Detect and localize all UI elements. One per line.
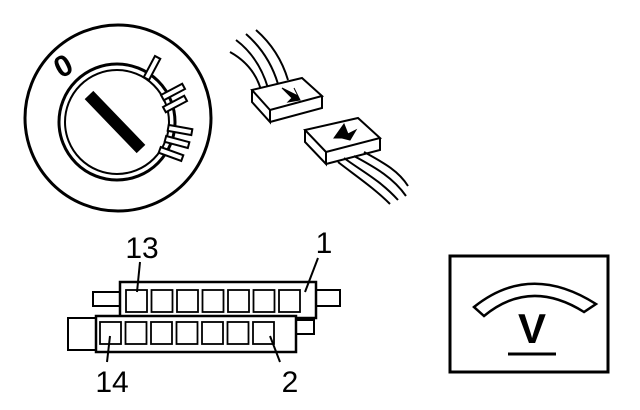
pin-label-1: 1	[316, 227, 333, 260]
voltmeter-case	[448, 254, 610, 374]
leader-line-14	[106, 335, 111, 363]
connector-latch-left-lower	[67, 317, 99, 351]
voltmeter: V	[448, 254, 610, 374]
lower-socket-wire	[353, 155, 407, 197]
connector-pin-cell	[201, 289, 225, 313]
leader-line-2	[269, 335, 281, 363]
disconnected-connector	[229, 29, 409, 205]
upper-plug-wire	[235, 39, 269, 89]
connector-pin-cell	[175, 321, 199, 345]
lower-socket-wire	[337, 161, 391, 205]
upper-plug-wire	[229, 51, 263, 95]
position-mark-I	[142, 54, 162, 82]
pin-label-2: 2	[282, 366, 299, 399]
lower-socket	[303, 116, 383, 167]
connector-pin-cell	[201, 321, 224, 345]
connector-pin-cell	[227, 289, 250, 313]
connector-pin-cell	[150, 289, 174, 313]
connector-pin-cell	[125, 289, 148, 313]
upper-plug-wire	[255, 29, 289, 81]
voltmeter-symbol: V	[518, 305, 546, 352]
pin-label-14: 14	[95, 366, 128, 399]
ignition-key-slot	[84, 90, 146, 154]
connector-pin-cell	[252, 321, 275, 345]
connector-latch-right-lower	[295, 319, 315, 335]
connector-pin-cell	[150, 321, 173, 345]
connector-pin-cell	[176, 289, 199, 313]
pin-row-bottom	[99, 321, 275, 345]
arrow-up-icon	[333, 122, 358, 141]
connector-pin-cell	[124, 321, 148, 345]
position-mark-II	[159, 82, 189, 114]
connector-latch-left	[92, 291, 121, 307]
upper-plug	[250, 76, 325, 125]
leader-line-1	[304, 257, 319, 293]
connector-pin-cell	[226, 321, 250, 345]
ignition-lock-cylinder-inner-ring	[64, 69, 170, 175]
connector-pin-cell	[278, 289, 301, 313]
pin-row-top	[125, 289, 301, 313]
position-mark-III	[157, 123, 194, 163]
connector-pinout: 13 1 14 2	[67, 227, 341, 399]
connector-pin-cell	[99, 321, 122, 345]
ignition-switch: 0	[23, 23, 213, 213]
arrow-down-icon	[281, 87, 301, 103]
lower-socket-wire	[363, 151, 409, 187]
leader-line-13	[136, 261, 141, 293]
lower-socket-wire	[343, 157, 399, 201]
pin-label-13: 13	[125, 232, 158, 265]
connector-latch-right	[315, 289, 341, 307]
upper-plug-wire	[245, 33, 279, 85]
voltmeter-scale-arc	[472, 282, 599, 318]
connector-pin-cell	[252, 289, 276, 313]
